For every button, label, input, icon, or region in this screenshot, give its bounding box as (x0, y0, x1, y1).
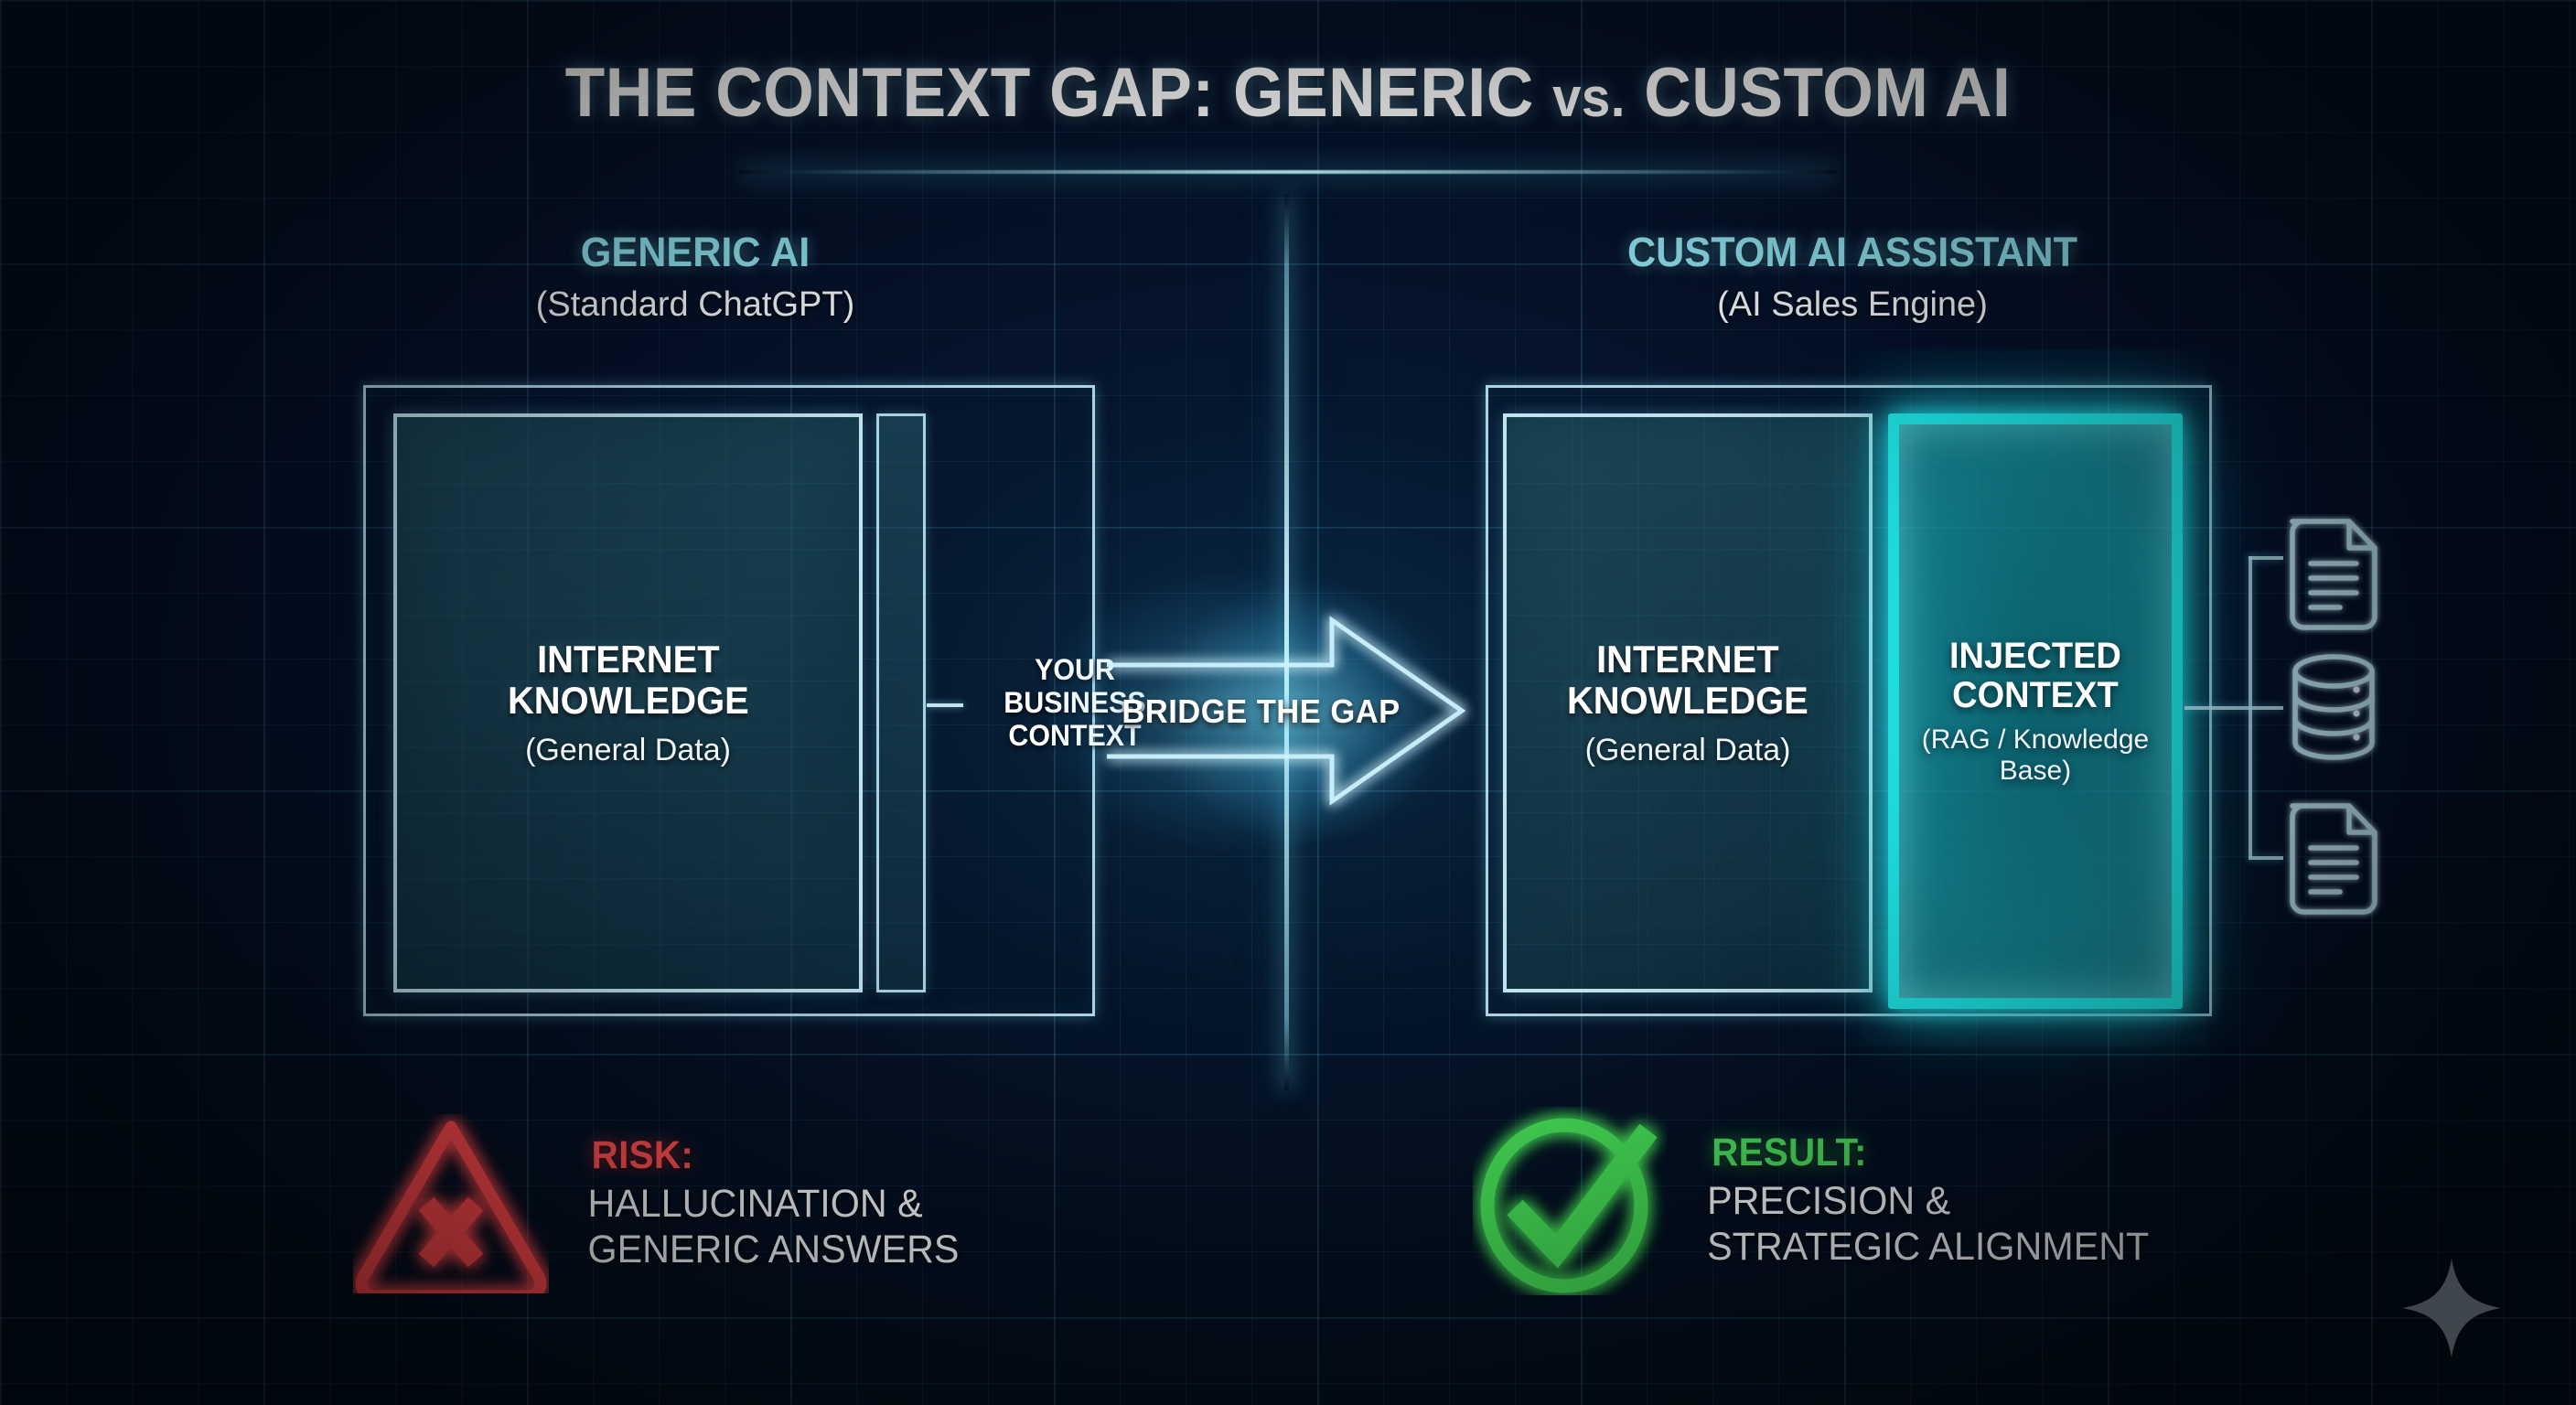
risk-text-block: RISK: HALLUCINATION & GENERIC ANSWERS (580, 1134, 967, 1272)
injected-context-box: INJECTED CONTEXT (RAG / Knowledge Base) (1888, 413, 2183, 1009)
generic-knowledge-label-line1: INTERNET (536, 638, 720, 681)
right-column-header: CUSTOM AI ASSISTANT (AI Sales Engine) (1390, 229, 2314, 325)
context-leader-line (927, 703, 963, 707)
page-title: THE CONTEXT GAP: GENERIC vs. CUSTOM AI (77, 53, 2498, 133)
left-column-subheading: (Standard ChatGPT) (535, 285, 855, 324)
page-title-part1: THE CONTEXT GAP: GENERIC (564, 54, 1553, 132)
bridge-the-gap-arrow: BRIDGE THE GAP (1048, 551, 1524, 871)
sliver-grid (879, 416, 923, 990)
warning-triangle-x-icon (355, 1121, 547, 1293)
result-title: RESULT: (1712, 1131, 1867, 1175)
generic-knowledge-label-line2: KNOWLEDGE (507, 679, 749, 723)
custom-knowledge-label-line1: INTERNET (1596, 638, 1779, 681)
result-outcome: RESULT: PRECISION & STRATEGIC ALIGNMENT (1473, 1107, 2158, 1295)
document-icon (2290, 519, 2377, 630)
left-column-header: GENERIC AI (Standard ChatGPT) (238, 229, 1153, 325)
source-connector-branch-bottom (2249, 856, 2283, 860)
generic-knowledge-label: INTERNET KNOWLEDGE (508, 638, 749, 722)
your-business-context-sliver (876, 413, 926, 992)
custom-knowledge-label: INTERNET KNOWLEDGE (1567, 638, 1809, 722)
injected-context-sublabel-line2: Base) (1999, 755, 2072, 786)
injected-context-label-line1: INJECTED (1949, 635, 2121, 676)
arrow-label: BRIDGE THE GAP (1122, 692, 1401, 730)
risk-title: RISK: (591, 1133, 694, 1178)
check-circle-icon (1480, 1118, 1658, 1293)
risk-outcome: RISK: HALLUCINATION & GENERIC ANSWERS (353, 1114, 967, 1293)
result-text-block: RESULT: PRECISION & STRATEGIC ALIGNMENT (1698, 1132, 2158, 1270)
right-column-heading: CUSTOM AI ASSISTANT (1626, 229, 2077, 275)
risk-body: HALLUCINATION & GENERIC ANSWERS (587, 1182, 959, 1273)
source-connector-stub (2184, 706, 2250, 710)
result-body: PRECISION & STRATEGIC ALIGNMENT (1707, 1179, 2149, 1271)
sparkle-icon (2402, 1259, 2501, 1357)
database-icon (2292, 654, 2375, 760)
left-column-heading: GENERIC AI (580, 229, 810, 275)
result-body-line2: STRATEGIC ALIGNMENT (1707, 1224, 2150, 1269)
page-title-vs: vs. (1552, 67, 1626, 128)
result-body-line1: PRECISION & (1707, 1178, 1951, 1223)
injected-context-sublabel: (RAG / Knowledge Base) (1922, 724, 2149, 786)
custom-knowledge-label-line2: KNOWLEDGE (1567, 679, 1809, 723)
source-connector-branch-top (2249, 556, 2283, 560)
custom-internet-knowledge-box: INTERNET KNOWLEDGE (General Data) (1503, 413, 1873, 992)
custom-knowledge-sublabel: (General Data) (1584, 732, 1791, 767)
page-title-part2: CUSTOM AI (1625, 54, 2012, 132)
risk-body-line2: GENERIC ANSWERS (587, 1227, 960, 1271)
right-column-subheading: (AI Sales Engine) (1717, 285, 1988, 324)
injected-context-label-line2: CONTEXT (1952, 674, 2119, 715)
risk-body-line1: HALLUCINATION & (587, 1181, 923, 1226)
generic-knowledge-sublabel: (General Data) (525, 732, 731, 767)
document-icon (2290, 803, 2377, 915)
title-underline-glow (739, 170, 1837, 174)
source-connector-branch-mid (2249, 706, 2283, 710)
injected-context-sublabel-line1: (RAG / Knowledge (1921, 724, 2150, 756)
injected-context-label: INJECTED CONTEXT (1949, 635, 2121, 715)
generic-internet-knowledge-box: INTERNET KNOWLEDGE (General Data) (393, 413, 863, 992)
